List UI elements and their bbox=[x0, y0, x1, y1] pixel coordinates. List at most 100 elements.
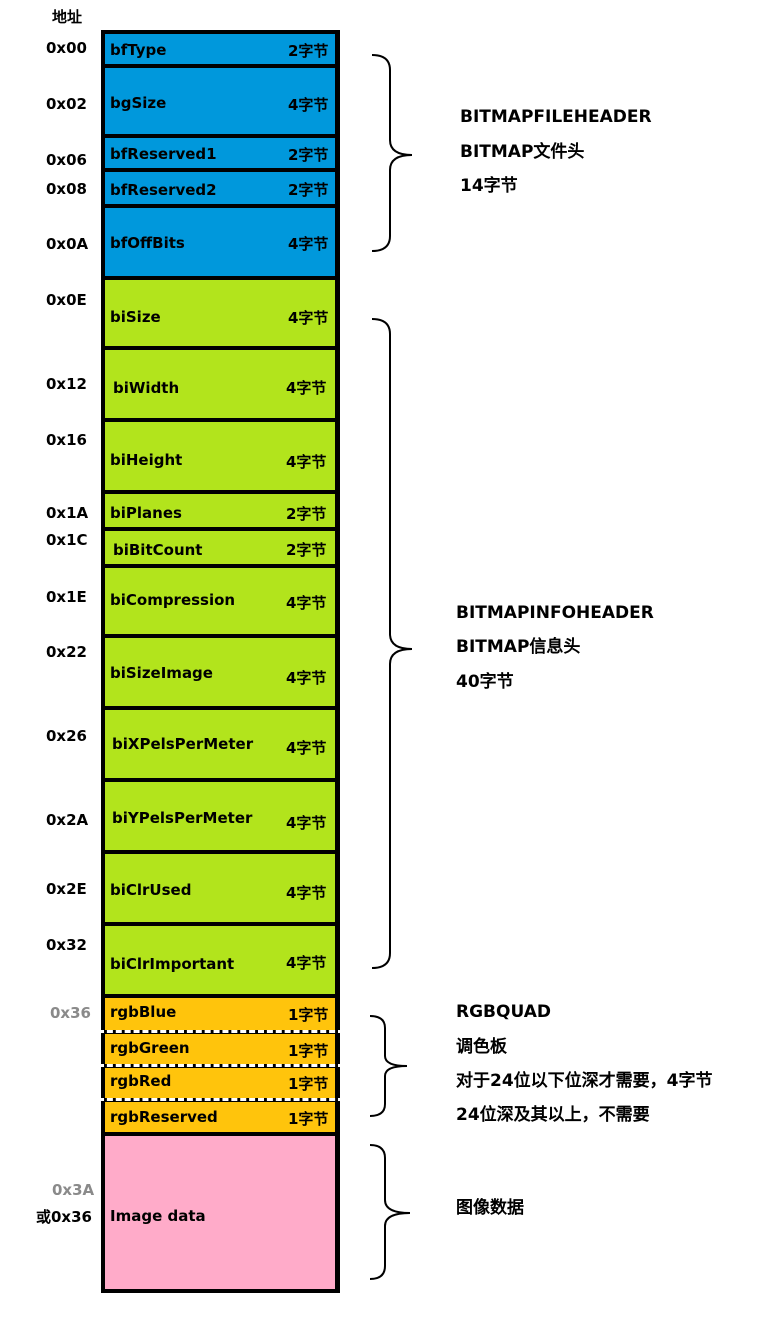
address-label: 0x1C bbox=[46, 531, 88, 549]
address-label: 0x36 bbox=[50, 1004, 91, 1022]
field-name: rgbRed bbox=[110, 1072, 172, 1090]
field-biPlanes: biPlanes 2字节 bbox=[105, 494, 335, 527]
palette-dashed-separator bbox=[98, 1030, 344, 1033]
field-size: 1字节 bbox=[288, 1075, 329, 1093]
section-label-file-header-title: BITMAPFILEHEADER bbox=[460, 107, 652, 127]
field-name: biPlanes bbox=[110, 504, 182, 522]
section-label-palette-title: RGBQUAD bbox=[456, 1002, 552, 1022]
field-name: rgbBlue bbox=[110, 1003, 177, 1021]
section-label-file-header-size: 14字节 bbox=[460, 176, 518, 196]
field-size: 4字节 bbox=[288, 309, 329, 327]
field-name: biXPelsPerMeter bbox=[112, 735, 254, 753]
address-label: 0x0A bbox=[46, 235, 89, 253]
field-size: 4字节 bbox=[286, 739, 327, 757]
field-name: biYPelsPerMeter bbox=[112, 809, 253, 827]
field-name: Image data bbox=[110, 1207, 206, 1225]
address-label: 0x02 bbox=[46, 95, 87, 113]
field-name: biBitCount bbox=[113, 541, 203, 559]
field-size: 4字节 bbox=[286, 453, 327, 471]
field-biSize: biSize 4字节 bbox=[105, 280, 335, 346]
field-image-data: Image data bbox=[105, 1136, 335, 1289]
address-label: 0x16 bbox=[46, 431, 87, 449]
field-biCompression: biCompression 4字节 bbox=[105, 568, 335, 634]
field-name: biSizeImage bbox=[110, 664, 213, 682]
address-label: 或0x36 bbox=[36, 1208, 92, 1226]
address-label: 0x2E bbox=[46, 880, 87, 898]
field-bfOffBits: bfOffBits 4字节 bbox=[105, 208, 335, 276]
brace-file-header bbox=[371, 54, 413, 252]
field-name: bgSize bbox=[110, 94, 167, 112]
address-label: 0x0E bbox=[46, 291, 87, 309]
field-size: 4字节 bbox=[286, 669, 327, 687]
field-bgSize: bgSize 4字节 bbox=[105, 68, 335, 134]
section-label-palette-note-1: 对于24位以下位深才需要，4字节 bbox=[456, 1071, 713, 1091]
section-label-info-header-title: BITMAPINFOHEADER bbox=[456, 603, 654, 623]
section-label-file-header-name: BITMAP文件头 bbox=[460, 142, 585, 162]
address-label: 0x1E bbox=[46, 588, 87, 606]
field-bfReserved1: bfReserved1 2字节 bbox=[105, 138, 335, 168]
section-label-palette-note-2: 24位深及其以上，不需要 bbox=[456, 1105, 650, 1125]
field-size: 4字节 bbox=[286, 594, 327, 612]
field-biWidth: biWidth 4字节 bbox=[105, 350, 335, 418]
field-size: 1字节 bbox=[288, 1042, 329, 1060]
field-rgbBlue: rgbBlue 1字节 bbox=[105, 998, 335, 1030]
palette-dashed-separator bbox=[98, 1098, 344, 1101]
field-size: 1字节 bbox=[288, 1110, 329, 1128]
address-label: 0x00 bbox=[46, 39, 87, 57]
field-name: biHeight bbox=[110, 451, 183, 469]
field-size: 2字节 bbox=[286, 541, 327, 559]
field-name: rgbGreen bbox=[110, 1039, 190, 1057]
field-size: 4字节 bbox=[286, 814, 327, 832]
field-size: 1字节 bbox=[288, 1006, 329, 1024]
field-biXPelsPerMeter: biXPelsPerMeter 4字节 bbox=[105, 710, 335, 778]
address-label: 0x2A bbox=[46, 811, 89, 829]
palette-dashed-separator bbox=[98, 1064, 344, 1067]
field-biYPelsPerMeter: biYPelsPerMeter 4字节 bbox=[105, 782, 335, 850]
field-biBitCount: biBitCount 2字节 bbox=[105, 531, 335, 564]
field-biSizeImage: biSizeImage 4字节 bbox=[105, 638, 335, 706]
field-size: 4字节 bbox=[288, 96, 329, 114]
field-rgbRed: rgbRed 1字节 bbox=[105, 1068, 335, 1098]
field-rgbReserved: rgbReserved 1字节 bbox=[105, 1102, 335, 1132]
brace-image-data bbox=[369, 1144, 411, 1280]
section-label-palette-name: 调色板 bbox=[456, 1037, 507, 1057]
field-size: 2字节 bbox=[288, 42, 329, 60]
address-column-header: 地址 bbox=[52, 8, 83, 26]
address-label: 0x26 bbox=[46, 727, 87, 745]
field-bfType: bfType 2字节 bbox=[105, 34, 335, 64]
address-label: 0x3A bbox=[52, 1181, 95, 1199]
field-name: bfType bbox=[110, 41, 167, 59]
field-biHeight: biHeight 4字节 bbox=[105, 422, 335, 490]
field-biClrImportant: biClrImportant 4字节 bbox=[105, 926, 335, 994]
address-label: 0x06 bbox=[46, 151, 87, 169]
field-size: 4字节 bbox=[286, 379, 327, 397]
field-name: bfReserved2 bbox=[110, 181, 217, 199]
field-name: rgbReserved bbox=[110, 1108, 218, 1126]
address-label: 0x12 bbox=[46, 375, 87, 393]
field-name: biWidth bbox=[113, 379, 180, 397]
address-label: 0x32 bbox=[46, 936, 87, 954]
field-name: biClrImportant bbox=[110, 955, 235, 973]
field-name: biCompression bbox=[110, 591, 236, 609]
section-label-image-data: 图像数据 bbox=[456, 1198, 524, 1218]
field-size: 2字节 bbox=[286, 505, 327, 523]
field-name: bfOffBits bbox=[110, 234, 185, 252]
field-rgbGreen: rgbGreen 1字节 bbox=[105, 1034, 335, 1064]
address-label: 0x1A bbox=[46, 504, 89, 522]
brace-palette bbox=[369, 1015, 408, 1117]
field-name: biSize bbox=[110, 308, 161, 326]
field-size: 4字节 bbox=[286, 954, 327, 972]
brace-info-header bbox=[371, 318, 413, 969]
field-name: biClrUsed bbox=[110, 881, 192, 899]
field-size: 2字节 bbox=[288, 181, 329, 199]
section-label-info-header-size: 40字节 bbox=[456, 672, 514, 692]
field-size: 4字节 bbox=[288, 235, 329, 253]
address-label: 0x08 bbox=[46, 180, 87, 198]
section-label-info-header-name: BITMAP信息头 bbox=[456, 637, 581, 657]
field-biClrUsed: biClrUsed 4字节 bbox=[105, 854, 335, 922]
field-size: 4字节 bbox=[286, 884, 327, 902]
field-size: 2字节 bbox=[288, 146, 329, 164]
address-label: 0x22 bbox=[46, 643, 87, 661]
field-bfReserved2: bfReserved2 2字节 bbox=[105, 172, 335, 204]
